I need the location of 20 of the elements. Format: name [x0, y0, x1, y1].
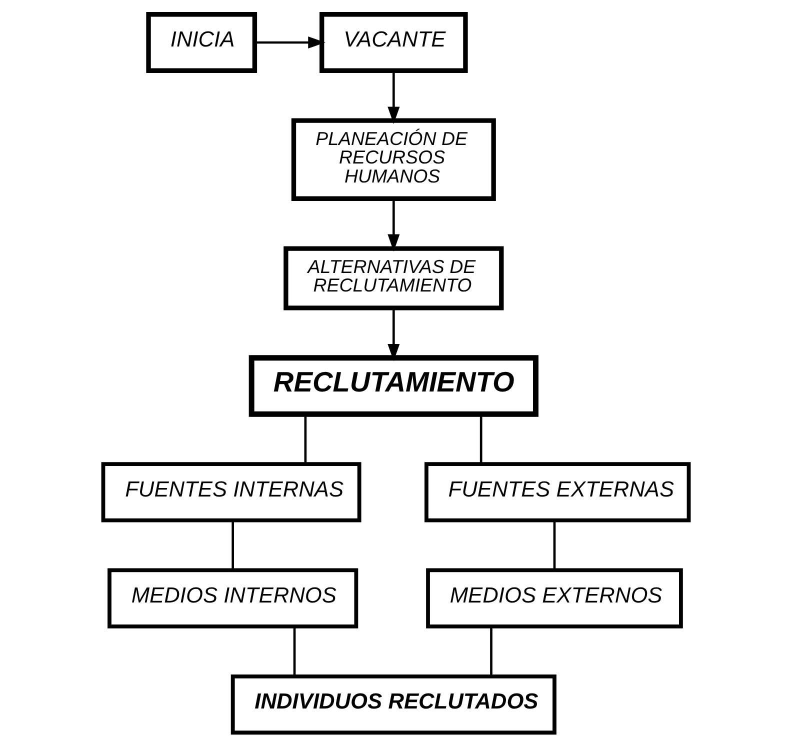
arrow [388, 70, 400, 124]
node-box: FUENTES EXTERNAS [424, 462, 691, 522]
connector [480, 414, 482, 464]
node-box: INICIA [146, 12, 258, 73]
connector [304, 414, 307, 464]
connector [490, 626, 492, 676]
arrow [255, 36, 326, 49]
node-box: INDIVIDUOS RECLUTADOS [230, 674, 556, 735]
node-box: MEDIOS EXTERNOS [426, 568, 683, 628]
node-box: FUENTES INTERNAS [101, 462, 362, 522]
connector [232, 520, 234, 570]
node-box: ALTERNATIVAS DE RECLUTAMIENTO [284, 246, 504, 310]
node-box: RECLUTAMIENTO [248, 355, 538, 417]
connector [553, 520, 556, 570]
node-box: PLANEACIÓN DE RECURSOS HUMANOS [291, 118, 496, 201]
connector [293, 626, 296, 676]
node-box: MEDIOS INTERNOS [108, 568, 358, 628]
node-box: VACANTE [320, 12, 468, 73]
arrow [388, 308, 400, 362]
arrow [388, 199, 400, 252]
